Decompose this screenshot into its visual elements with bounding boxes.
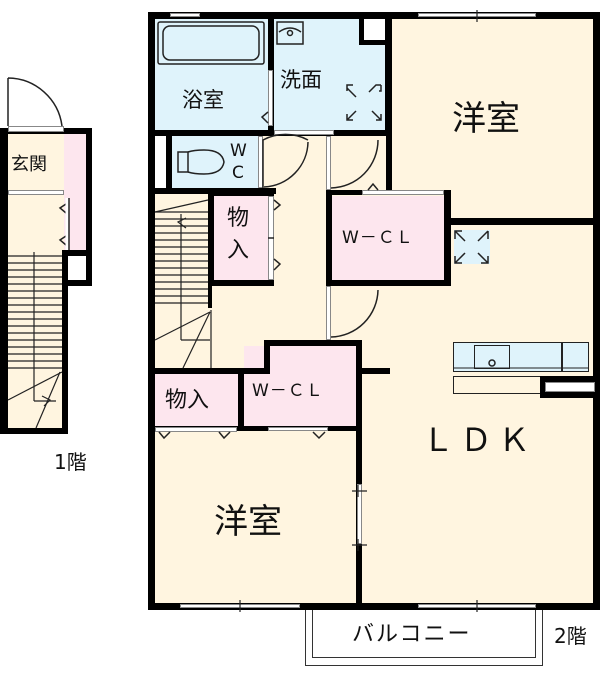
floor1-wall-box [62,250,92,256]
refrigerator-space-icon [454,230,489,264]
wall-storage1-left [208,190,214,286]
wall-outer-bottom [148,603,600,610]
washing-machine-space-icon [346,84,382,121]
kitchen-window [545,382,595,392]
wall-bedroom1-left [386,130,392,192]
floor2-level-label: 2階 [554,624,587,648]
floor1-stairs-icon [7,252,63,429]
closet-door-wcl1-top [362,190,444,195]
wall-toilet-left [166,130,172,194]
toilet-icon [177,149,225,175]
floor1-wall-left [0,128,8,434]
sliding-door-bedroom2 [357,484,362,544]
washroom-label: 洗面 [280,68,322,92]
walk-in-closet-1-room [332,196,444,280]
wall-outer-left [148,12,155,610]
floor1-wall-right [86,128,92,286]
storage-1-room [214,196,268,280]
toilet-label-c: C [232,163,244,183]
wall-wcl2-right [356,340,362,608]
wall-stair-right [208,286,212,308]
closet-door-storage2 [155,427,237,432]
toilet-side-gap [154,136,166,188]
wall-wcl1-right [444,190,451,286]
kitchen-counter-divider [561,342,563,372]
wall-kitchen-stub-bottom [540,392,600,398]
floor1-entrance-label: 玄関 [11,154,47,175]
walk-in-closet-2-room [244,346,356,428]
wall-storage-row-top [148,368,270,374]
wall-kitchen-stub [540,376,600,382]
storage-2-room [154,374,238,428]
floor2-stairs-icon [154,199,212,369]
wall-wcl1-bottom [326,280,451,286]
kitchen-counter [453,342,589,372]
wall-storage-row-bottom [148,426,362,431]
wall-wcl2-stub [356,368,390,374]
wcl1-door-swing-icon [330,289,379,338]
floor1-wall-bottom [0,428,68,434]
wall-bedroom1-bottom [444,218,600,225]
ldk-label: ＬＤＫ [422,421,537,459]
wall-wcl1-left [326,190,332,286]
floor1-door-threshold [8,126,64,132]
walk-in-closet-1-label: W－ＣＬ [342,228,414,248]
wall-storage2-right [238,368,244,430]
wall-wash-right [385,12,392,136]
window-bathroom [170,13,200,17]
wall-wcl2-top-left [264,340,270,374]
hall-door-swing-icon [330,139,379,189]
balcony-inner [312,610,536,658]
walk-in-closet-2-label: W－ＣＬ [252,381,324,401]
sliding-door-wet [274,130,334,135]
floor1-entrance-area [0,132,64,432]
wall-outer-top [148,12,600,19]
entrance-door-swing-icon [7,77,63,127]
bathtub-icon [157,21,265,65]
wall-storage1-bottom [208,280,274,286]
wall-kitchen-stub-left [540,376,545,398]
floor1-wall-box-bottom [62,280,92,286]
toilet-room [172,136,258,188]
toilet-door-swing-icon [263,141,309,188]
toilet-label-w: W [230,141,247,161]
storage-1-label-top: 物 [227,206,250,231]
hall-door-frame [326,136,331,190]
balcony-label: バルコニー [352,622,472,647]
storage-2-label: 物入 [165,388,210,413]
wall-wcl1-top [326,190,362,195]
floor1-wall-inner [62,250,68,434]
western-room-1-label: 洋室 [452,99,520,139]
bathroom-label: 浴室 [182,88,224,112]
wall-pipe-shaft-bottom [360,40,388,45]
pipe-shaft [362,18,386,42]
wall-storage1-top [208,190,274,196]
hall-door-frame-2 [326,286,331,340]
wall-wet-bottom [148,130,392,136]
closet-door-wcl2 [268,427,328,431]
wall-pipe-shaft-left [359,12,364,45]
sliding-door-bath [268,70,273,126]
wash-basin-icon [276,21,304,45]
storage-1-label-bottom: 入 [227,238,250,263]
floor1-level-label: 1階 [54,450,87,474]
floor1-threshold-inner [8,190,64,195]
western-room-2-label: 洋室 [214,502,282,542]
bathroom-room [154,18,270,130]
wall-outer-right [593,12,600,610]
wall-wcl2-top [264,340,362,346]
